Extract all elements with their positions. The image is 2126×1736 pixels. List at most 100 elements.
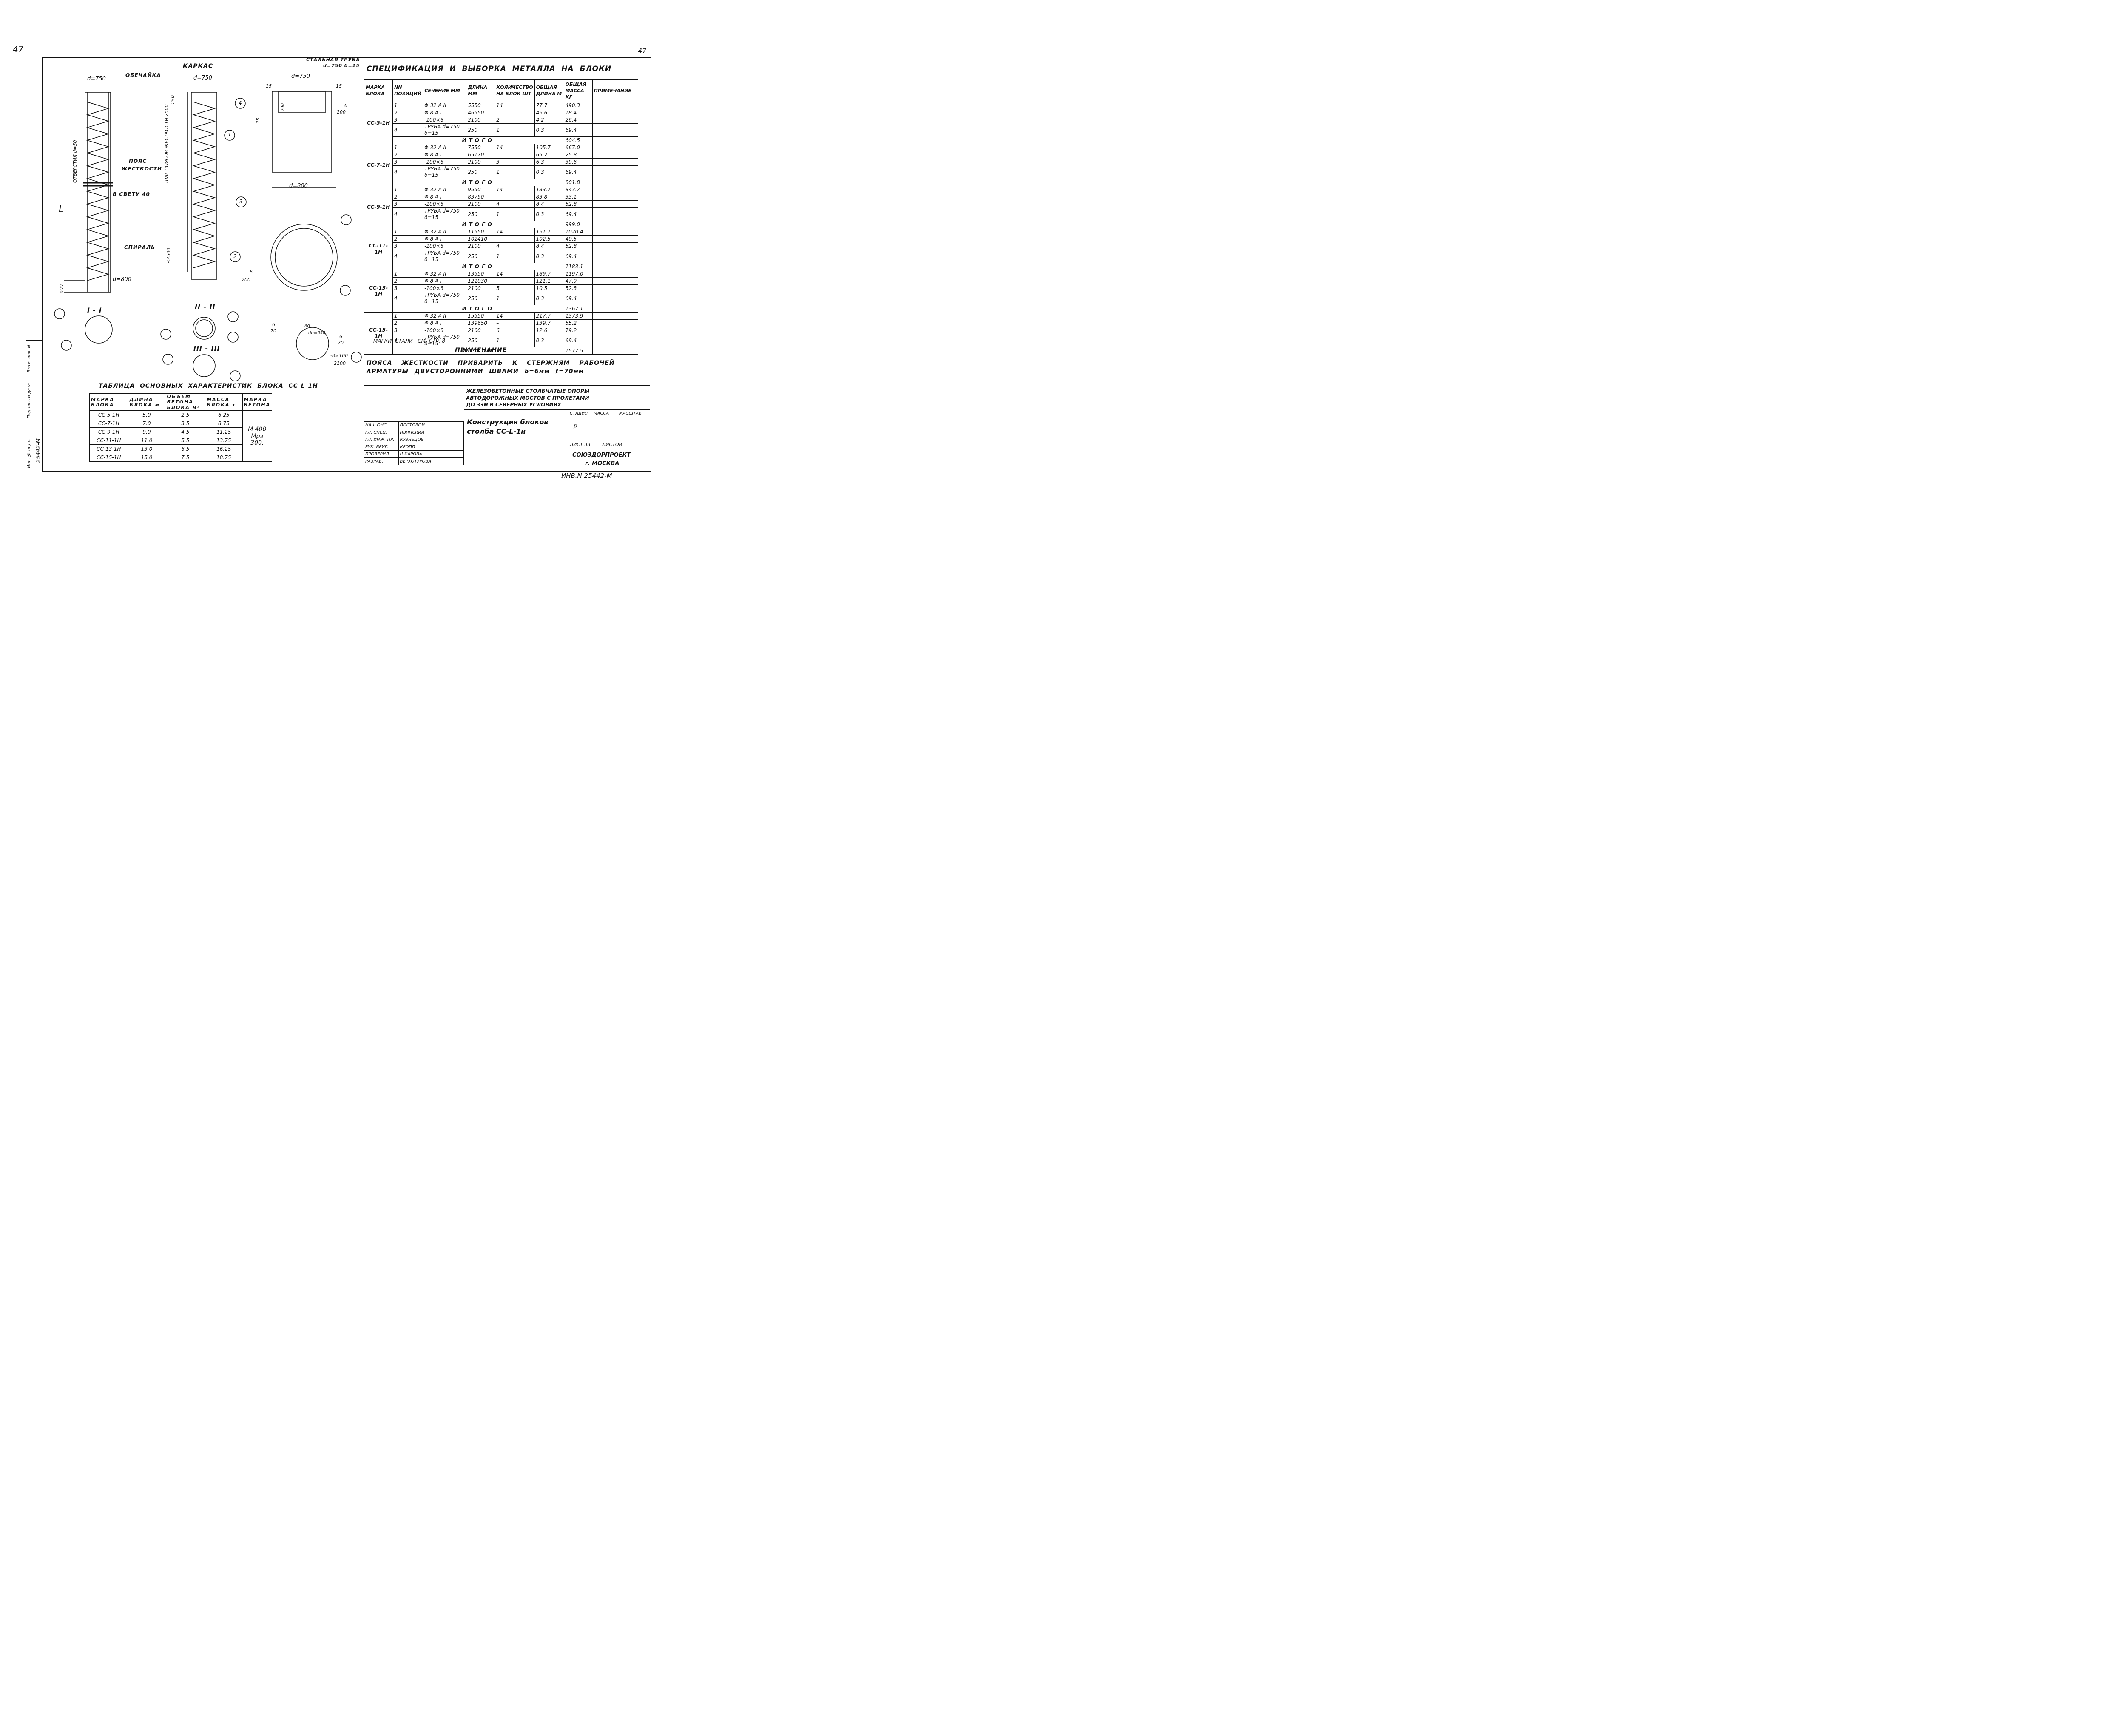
spec-cell: 133.7 — [534, 186, 564, 193]
spec-cell: 8.4 — [534, 200, 564, 208]
weld-70-c: 70 — [270, 328, 276, 334]
dim-15-a: 15 — [266, 83, 272, 89]
sheet-number-left: 47 — [13, 44, 24, 54]
spec-header: ОБЩАЯ МАССА КГ — [563, 79, 593, 102]
spec-table: МАРКА БЛОКА NN ПОЗИЦИЙ СЕЧЕНИЕ ММ ДЛИНА … — [364, 79, 639, 355]
spec-cell: 69.4 — [563, 207, 593, 221]
spec-cell: ТРУБА d=750 δ=15 — [423, 123, 467, 137]
main-table-title: ТАБЛИЦА ОСНОВНЫХ ХАРАКТЕРИСТИК БЛОКА СС-… — [99, 383, 318, 389]
inv-value: 25442-М — [35, 438, 42, 463]
spec-cell: 18.4 — [563, 109, 593, 116]
spec-note-cell — [592, 305, 639, 313]
spec-cell: 217.7 — [534, 312, 564, 320]
spec-cell: 2 — [392, 109, 423, 116]
signature-row: ГЛ. ИНЖ. ПР.КУЗНЕЦОВ — [364, 436, 464, 443]
total-value: 604.5 — [563, 136, 593, 144]
weld-200-b: 200 — [242, 277, 250, 283]
spec-cell: – — [495, 109, 535, 116]
spec-cell: 4 — [392, 207, 423, 221]
spec-cell: 52.8 — [563, 242, 593, 250]
spec-cell: 1 — [495, 165, 535, 179]
label-otverstia: ОТВЕРСТИЯ d=50 — [72, 140, 78, 183]
spec-cell: 10.5 — [534, 284, 564, 292]
main-cell: 18.75 — [205, 453, 243, 462]
dim-15-b: 15 — [336, 83, 342, 89]
main-header: ДЛИНА БЛОКА м — [128, 393, 166, 411]
main-header: МАРКА БЛОКА — [89, 393, 128, 411]
sheet-title-2: столба СС-L-1н — [467, 427, 526, 435]
dim-2500: ≤2500 — [166, 247, 171, 264]
spec-cell: 121030 — [466, 277, 495, 285]
spec-cell: 13550 — [466, 270, 495, 278]
label-plate-length: 2100 — [334, 361, 346, 366]
spec-cell: 2100 — [466, 327, 495, 334]
spec-note-cell — [592, 221, 639, 228]
spec-cell: 2100 — [466, 158, 495, 166]
spec-cell: 3 — [392, 116, 423, 124]
main-cell: СС-15-1Н — [89, 453, 128, 462]
spec-cell: 250 — [466, 123, 495, 137]
role-cell: ГЛ. СПЕЦ. — [364, 429, 399, 436]
signature-cell — [436, 421, 464, 429]
main-cell: 16.25 — [205, 444, 243, 453]
main-cell: 11.0 — [128, 436, 166, 445]
callout-3: 3 — [239, 199, 243, 205]
spec-cell: 14 — [495, 270, 535, 278]
callout-2: 2 — [233, 253, 237, 259]
main-cell: 7.5 — [165, 453, 206, 462]
spec-cell: 69.4 — [563, 334, 593, 347]
spec-cell: Φ 32 А II — [423, 102, 467, 109]
dim-25: 25 — [256, 118, 261, 123]
main-cell: 4.5 — [165, 427, 206, 436]
spec-note-cell — [592, 207, 639, 221]
note-title: ПРИМЕЧАНИЕ — [455, 347, 507, 354]
project-line-1: ЖЕЛЕЗОБЕТОННЫЕ СТОЛБЧАТЫЕ ОПОРЫ — [466, 388, 590, 394]
spec-cell: 1 — [392, 270, 423, 278]
spec-cell: 102410 — [466, 235, 495, 243]
spec-cell: 1 — [392, 144, 423, 151]
spec-cell: ТРУБА d=750 δ=15 — [423, 207, 467, 221]
spec-cell: – — [495, 277, 535, 285]
main-cell: СС-11-1Н — [89, 436, 128, 445]
note-line-2: АРМАТУРЫ ДВУСТОРОННИМИ ШВАМИ δ=6мм ℓ=70м… — [367, 368, 584, 375]
main-cell: 13.0 — [128, 444, 166, 453]
sheet-number-right: 47 — [638, 47, 647, 55]
spec-note-cell — [592, 235, 639, 243]
label-d800-b: d=800 — [289, 183, 308, 189]
spec-cell: 1 — [495, 292, 535, 305]
label-obechaika: ОБЕЧАЙКА — [125, 72, 161, 78]
main-cell: СС-13-1Н — [89, 444, 128, 453]
section-I-I: I - I — [87, 306, 102, 314]
main-cell: 5.0 — [128, 410, 166, 419]
dim-250: 250 — [170, 95, 176, 104]
spec-cell: 52.8 — [563, 284, 593, 292]
sheet-listov: ЛИСТОВ — [602, 442, 622, 447]
sheet-title-1: Конструкция блоков — [467, 418, 549, 426]
spec-note-cell — [592, 292, 639, 305]
spec-cell: 2 — [392, 319, 423, 327]
spec-cell: – — [495, 193, 535, 201]
total-value: 1367.1 — [563, 305, 593, 313]
spec-cell: 0.3 — [534, 250, 564, 263]
spec-cell: Φ 8 А I — [423, 151, 467, 159]
spec-note-cell — [592, 116, 639, 124]
dim-600: 600 — [59, 284, 64, 293]
role-cell: РУК. БРИГ. — [364, 443, 399, 451]
spec-cell: 69.4 — [563, 123, 593, 137]
spec-cell: Φ 8 А I — [423, 109, 467, 116]
spec-cell: 8.4 — [534, 242, 564, 250]
spec-cell: 4 — [392, 250, 423, 263]
spec-cell: 3 — [392, 242, 423, 250]
spec-cell: 5 — [495, 284, 535, 292]
main-cell: 11.25 — [205, 427, 243, 436]
spec-cell: 52.8 — [563, 200, 593, 208]
